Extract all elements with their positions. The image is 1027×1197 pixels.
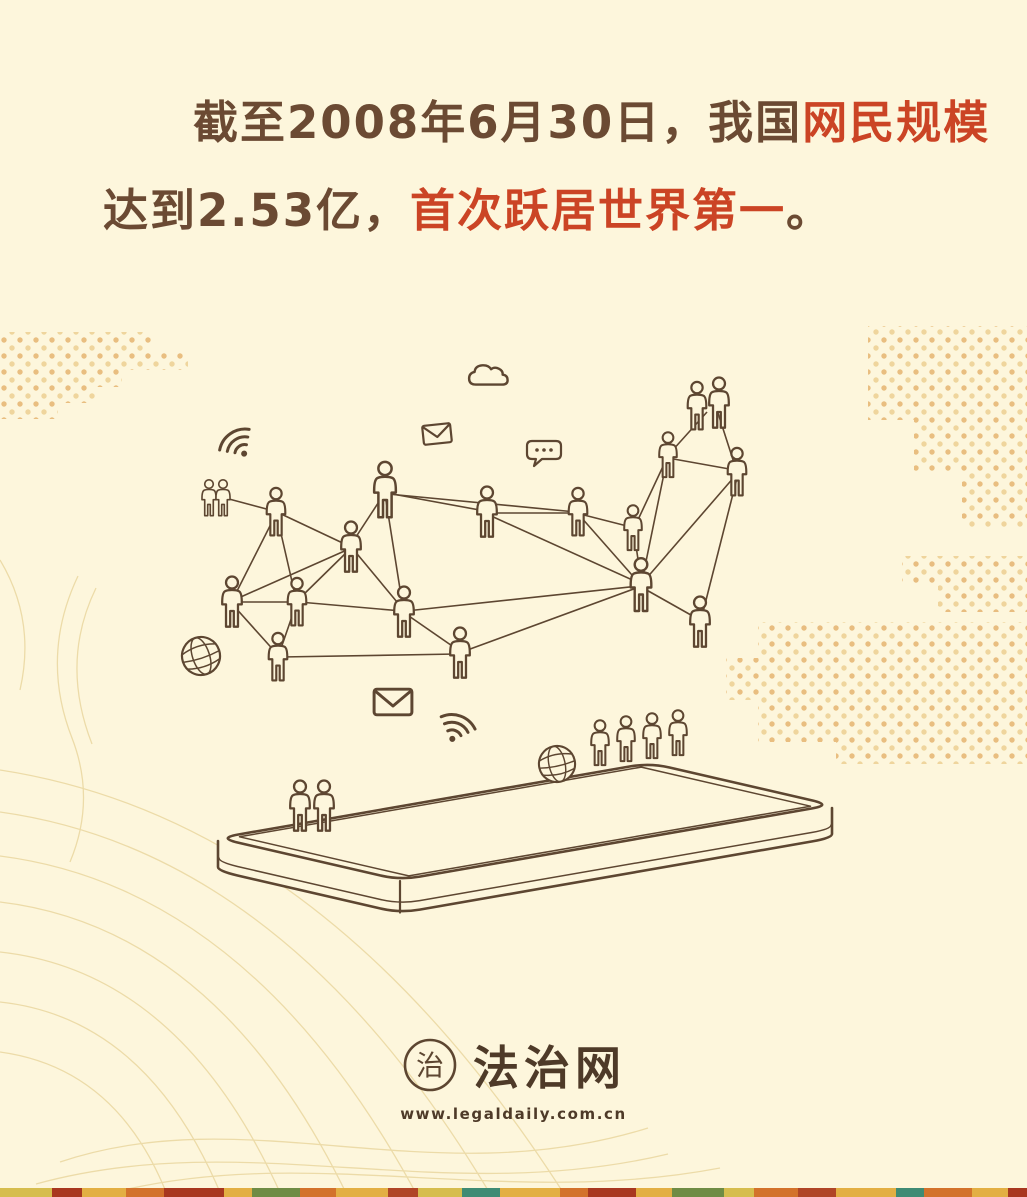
person-icon [221, 575, 243, 628]
person-icon [623, 504, 643, 552]
chat-bubble-icon [525, 439, 563, 468]
headline-line-2: 达到2.53亿，首次跃居世界第一。 [103, 174, 833, 239]
headline-text: 截至2008年6月30日，我国 [193, 96, 803, 149]
person-icon [616, 715, 636, 763]
stripe-segment [798, 1188, 836, 1197]
stripe-segment [1008, 1188, 1027, 1197]
stripe-segment [252, 1188, 300, 1197]
person-icon [267, 631, 289, 682]
stripe-segment [636, 1188, 672, 1197]
stripe-segment [672, 1188, 724, 1197]
person-icon [215, 478, 231, 517]
stripe-segment [164, 1188, 224, 1197]
headline-text: 。 [786, 184, 834, 237]
person-icon [265, 486, 287, 537]
network-people [201, 376, 748, 682]
person-icon [629, 557, 653, 613]
person-icon [689, 595, 711, 648]
envelope-icon [372, 687, 414, 717]
stripe-segment [560, 1188, 588, 1197]
person-icon [286, 576, 308, 627]
wave-lines-decoration [0, 559, 721, 1197]
stripe-segment [300, 1188, 336, 1197]
stripe-segment [0, 1188, 52, 1197]
person-icon [668, 709, 688, 757]
stripe-segment [418, 1188, 462, 1197]
smartphone-illustration [216, 763, 834, 914]
person-icon [372, 460, 398, 519]
headline-line-1: 截至2008年6月30日，我国网民规模 [193, 86, 990, 151]
stripe-segment [126, 1188, 164, 1197]
stripe-segment [82, 1188, 126, 1197]
stripe-segment [388, 1188, 418, 1197]
person-icon [590, 719, 610, 767]
headline-text: 达到2.53亿， [103, 184, 411, 237]
stripe-segment [972, 1188, 1008, 1197]
person-icon [476, 485, 498, 538]
wifi-icon [432, 708, 480, 750]
stripe-segment [462, 1188, 500, 1197]
wifi-icon [213, 421, 263, 468]
stripe-segment [896, 1188, 924, 1197]
globe-icon [175, 630, 227, 682]
person-icon [726, 446, 748, 497]
decor-icons [175, 364, 563, 750]
stripe-segment [754, 1188, 798, 1197]
logo-row: 治 法治网 [401, 1032, 626, 1098]
headline-highlight: 首次跃居世界第一 [410, 184, 787, 237]
dot-pattern-decoration [0, 326, 1027, 764]
stripe-segment [224, 1188, 252, 1197]
headline-highlight: 网民规模 [802, 96, 991, 149]
stripe-segment [924, 1188, 972, 1197]
bottom-stripe [0, 1188, 1027, 1197]
person-icon [567, 486, 589, 537]
person-icon [393, 585, 415, 638]
stripe-segment [500, 1188, 560, 1197]
person-icon [642, 712, 662, 760]
footer: 治 法治网 www.legaldaily.com.cn [0, 1032, 1027, 1123]
stripe-segment [836, 1188, 896, 1197]
site-name: 法治网 [473, 1041, 626, 1095]
envelope-icon [420, 421, 454, 447]
stripe-segment [588, 1188, 636, 1197]
person-icon [340, 520, 362, 573]
person-icon [658, 431, 678, 479]
person-icon [201, 478, 217, 517]
person-icon [708, 376, 730, 429]
stripe-segment [724, 1188, 754, 1197]
seal-character: 治 [416, 1049, 444, 1082]
person-icon [449, 626, 471, 679]
site-url: www.legaldaily.com.cn [400, 1105, 627, 1123]
legaldaily-seal-icon: 治 [403, 1038, 457, 1092]
cloud-icon [467, 364, 509, 386]
stripe-segment [336, 1188, 388, 1197]
stripe-segment [52, 1188, 82, 1197]
